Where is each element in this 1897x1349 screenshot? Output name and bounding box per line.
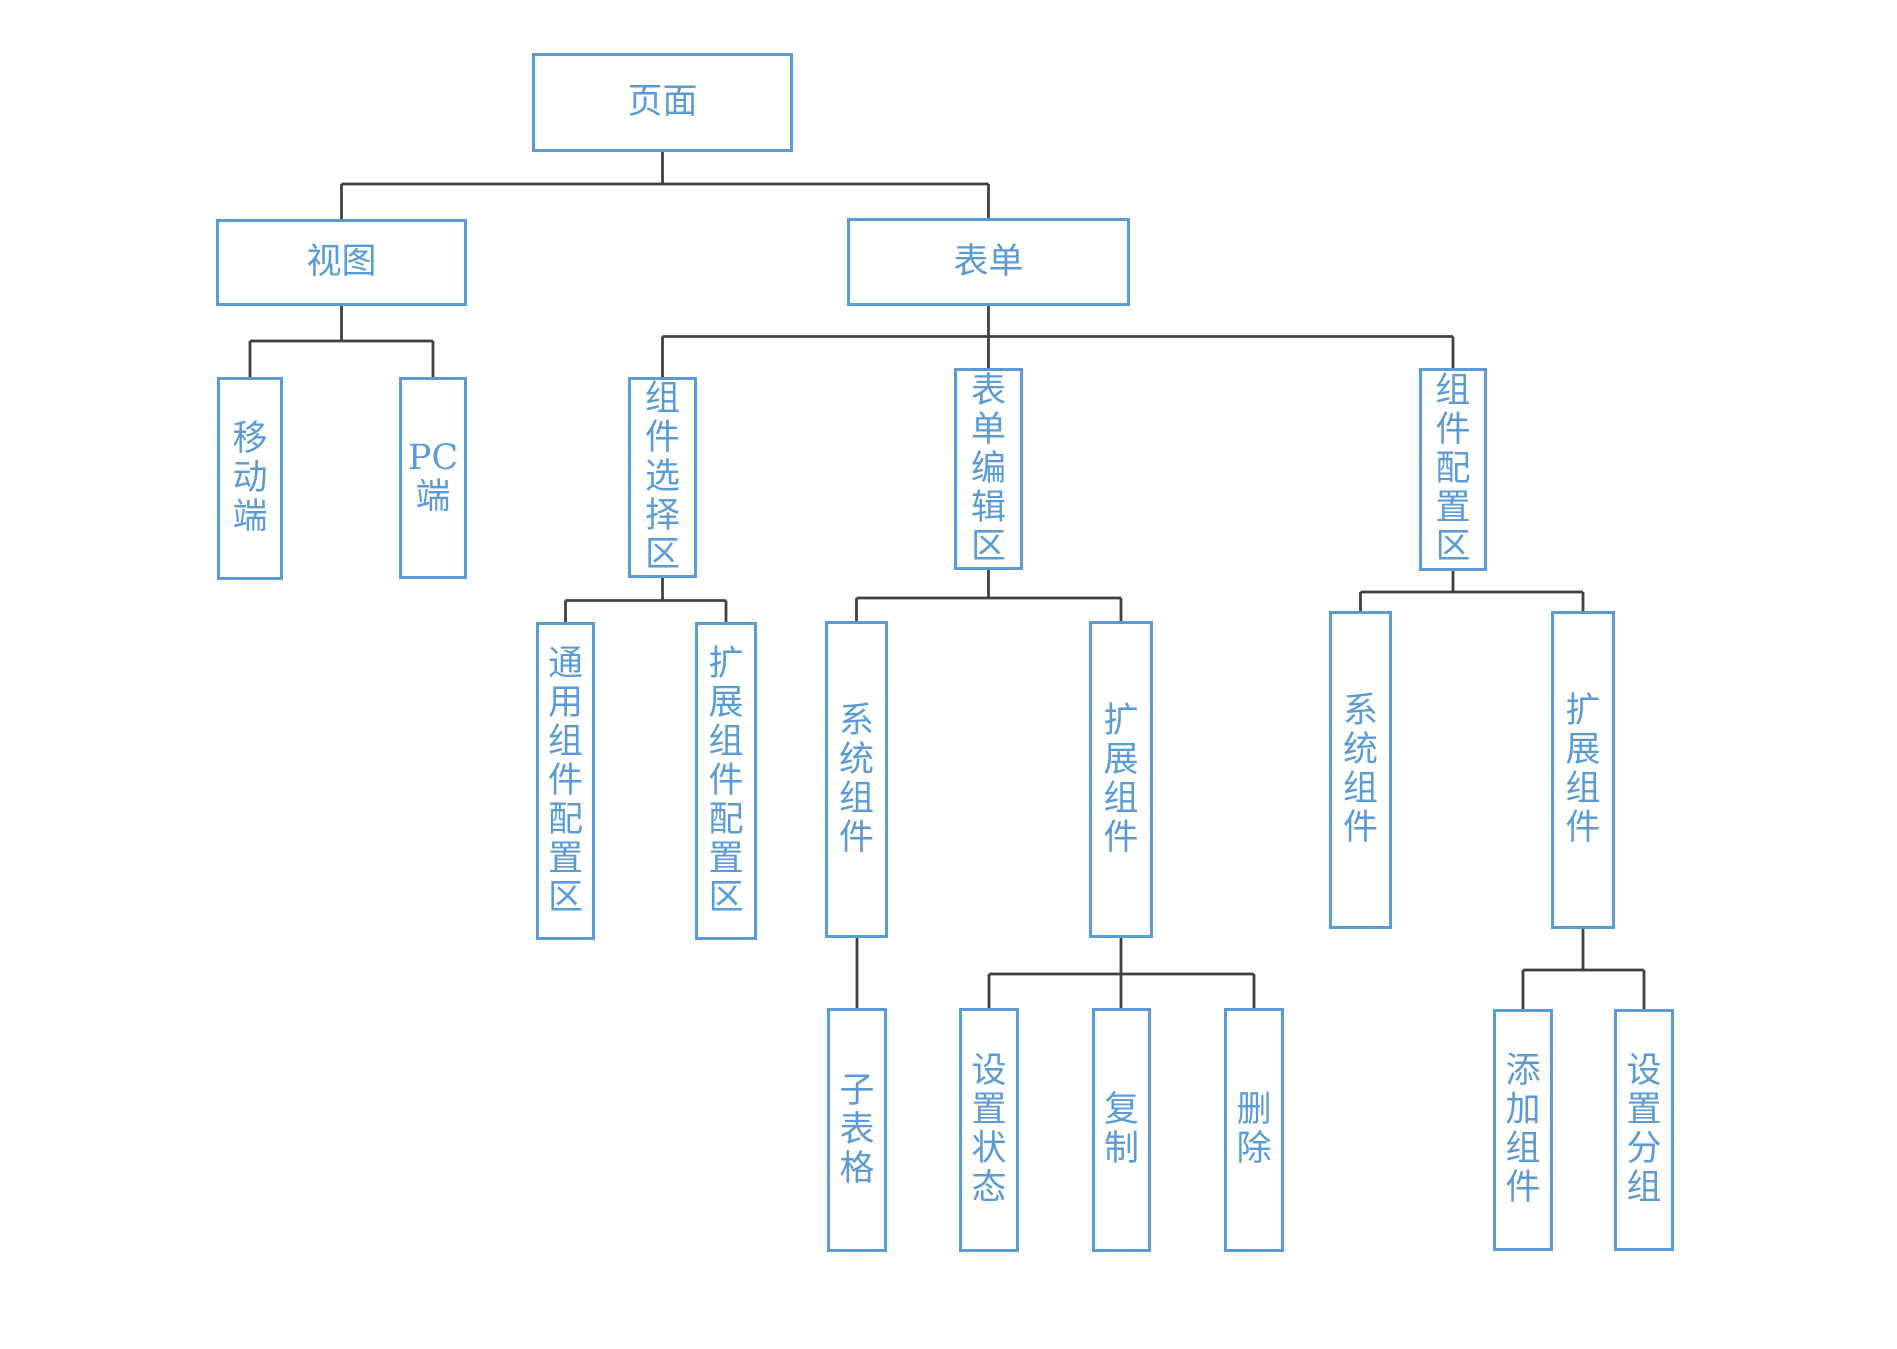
connector-view-children — [248, 306, 435, 377]
node-component-config-area: 组件配置区 — [1419, 368, 1487, 571]
connector-extended-component-editing-children — [987, 938, 1256, 1008]
node-general-component-config-area: 通用组件配置区 — [536, 622, 595, 940]
node-form: 表单 — [847, 218, 1130, 306]
node-mobile-label: 移动端 — [232, 419, 268, 537]
connector-component-selection-children — [564, 578, 728, 622]
node-extended-component-editing: 扩展组件 — [1089, 621, 1153, 938]
node-delete-label: 删除 — [1236, 1090, 1272, 1169]
node-system-component-config: 系统组件 — [1329, 611, 1392, 929]
node-subtable-label: 子表格 — [839, 1070, 875, 1189]
node-mobile: 移动端 — [217, 377, 283, 580]
node-extended-component-config-label: 扩展组件 — [1565, 691, 1601, 848]
connector-form-children — [661, 306, 1455, 377]
node-component-config-area-label: 组件配置区 — [1435, 371, 1471, 567]
node-extended-component-config: 扩展组件 — [1551, 611, 1615, 929]
node-copy: 复制 — [1092, 1008, 1151, 1252]
node-general-component-config-area-label: 通用组件配置区 — [547, 643, 583, 918]
node-page: 页面 — [532, 53, 793, 152]
node-extended-component-config-area: 扩展组件配置区 — [695, 622, 757, 940]
connector-extended-component-config-children — [1521, 929, 1646, 1009]
node-add-component-label: 添加组件 — [1505, 1051, 1541, 1208]
node-component-selection-area-label: 组件选择区 — [644, 379, 680, 575]
node-system-component-config-label: 系统组件 — [1342, 691, 1378, 848]
node-system-component-editing: 系统组件 — [825, 621, 888, 938]
node-set-status: 设置状态 — [959, 1008, 1019, 1252]
node-pc-client-label: PC端 — [407, 438, 459, 517]
node-add-component: 添加组件 — [1493, 1009, 1553, 1251]
node-component-selection-area: 组件选择区 — [628, 377, 697, 578]
node-view: 视图 — [216, 219, 467, 306]
node-copy-label: 复制 — [1103, 1090, 1139, 1169]
node-form-label: 表单 — [953, 241, 1024, 282]
connector-page-children — [340, 152, 990, 219]
node-extended-component-editing-label: 扩展组件 — [1103, 700, 1139, 858]
node-form-editing-area-label: 表单编辑区 — [970, 370, 1006, 567]
node-pc-client: PC端 — [399, 377, 467, 579]
node-delete: 删除 — [1224, 1008, 1284, 1252]
node-subtable: 子表格 — [827, 1008, 887, 1252]
node-page-label: 页面 — [627, 82, 698, 122]
node-set-status-label: 设置状态 — [971, 1051, 1007, 1208]
node-set-group-label: 设置分组 — [1626, 1051, 1662, 1208]
node-extended-component-config-area-label: 扩展组件配置区 — [708, 643, 744, 918]
connector-component-config-children — [1359, 571, 1585, 611]
node-form-editing-area: 表单编辑区 — [954, 368, 1023, 570]
connector-form-editing-children — [855, 570, 1123, 621]
node-view-label: 视图 — [306, 242, 377, 282]
node-set-group: 设置分组 — [1614, 1009, 1674, 1251]
node-system-component-editing-label: 系统组件 — [838, 700, 874, 858]
